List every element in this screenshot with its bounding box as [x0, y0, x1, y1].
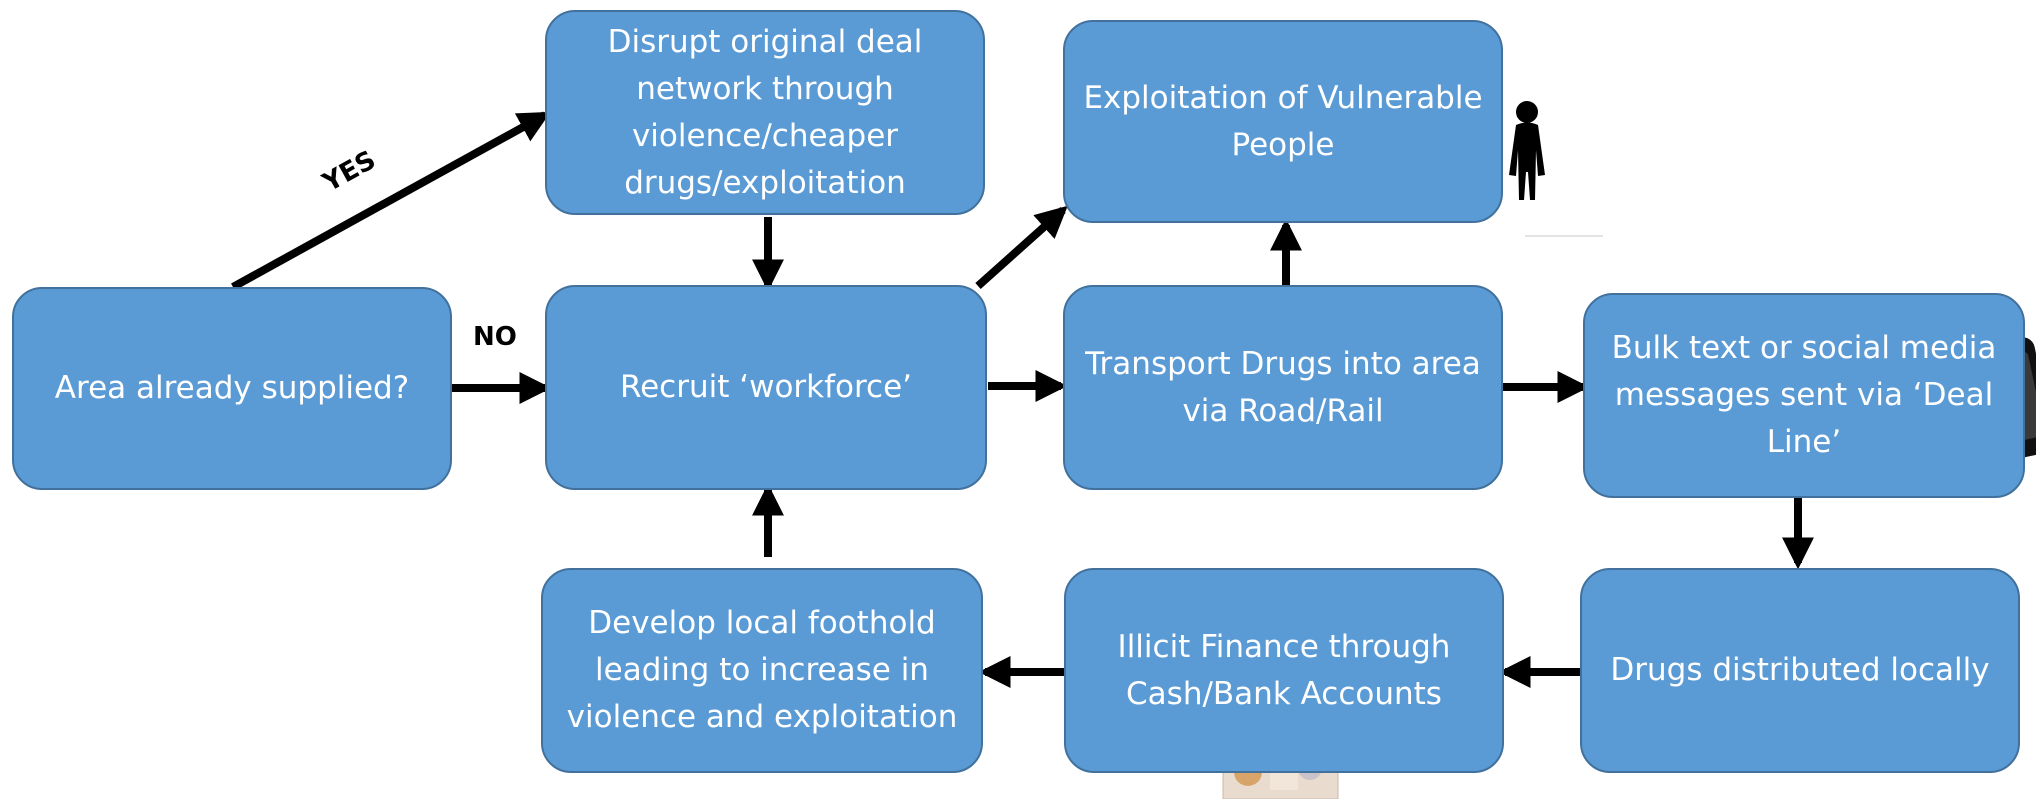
node-text: Area already supplied?	[54, 370, 410, 406]
node-develop-foothold: Develop local foothold leading to increa…	[541, 568, 983, 773]
node-text: Develop local foothold leading to increa…	[566, 605, 958, 735]
node-transport-drugs: Transport Drugs into area via Road/Rail	[1063, 285, 1503, 490]
node-text: Transport Drugs into area via Road/Rail	[1085, 345, 1481, 429]
node-disrupt-network: Disrupt original deal network through vi…	[545, 10, 985, 215]
node-text: Illicit Finance through Cash/Bank Accoun…	[1117, 628, 1451, 712]
node-illicit-finance: Illicit Finance through Cash/Bank Accoun…	[1064, 568, 1504, 773]
node-recruit-workforce: Recruit ‘workforce’	[545, 285, 987, 490]
node-text: Drugs distributed locally	[1610, 652, 1990, 688]
node-exploitation-vulnerable: Exploitation of Vulnerable People	[1063, 20, 1503, 223]
node-bulk-messages: Bulk text or social media messages sent …	[1583, 293, 2025, 498]
child-silhouette-icon	[1509, 101, 1603, 237]
node-area-already-supplied: Area already supplied?	[12, 287, 452, 490]
no-label: NO	[473, 322, 517, 352]
node-drugs-distributed: Drugs distributed locally	[1580, 568, 2020, 773]
arrow-recruit-to-exploitation	[975, 205, 1068, 289]
node-text: Bulk text or social media messages sent …	[1611, 330, 1997, 460]
node-text: Exploitation of Vulnerable People	[1083, 79, 1483, 163]
node-text: Disrupt original deal network through vi…	[607, 23, 923, 201]
arrow-yes	[231, 111, 551, 291]
node-text: Recruit ‘workforce’	[619, 369, 913, 405]
